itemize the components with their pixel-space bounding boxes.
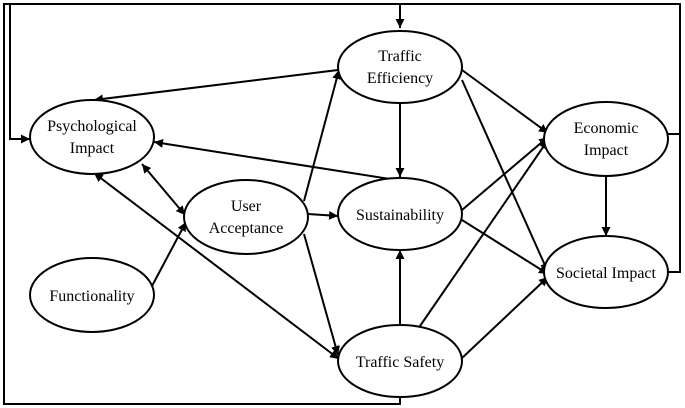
node-functionality-label: Functionality (49, 288, 134, 305)
edge-sustainability-to-economic (461, 136, 549, 211)
node-societal-impact: Societal Impact (543, 235, 669, 309)
edge-user-acceptance-to-safety (303, 233, 340, 356)
node-economic-impact: Economic Impact (543, 101, 669, 177)
node-functionality: Functionality (29, 257, 155, 333)
node-psychological-impact-line-1: Psychological (47, 118, 137, 135)
node-traffic-efficiency-line-2: Efficiency (367, 70, 433, 87)
edges-layer (3, 3, 681, 405)
node-psychological-impact-line-2: Impact (70, 140, 115, 157)
edge-efficiency-to-psychological (93, 69, 339, 104)
edge-user-acceptance-to-efficiency (303, 69, 342, 202)
edge-efficiency-to-economic (461, 69, 549, 134)
edge-sustainability-to-psychological (153, 138, 391, 180)
edge-efficiency-to-societal (461, 79, 549, 273)
edge-functionality-to-user-acceptance (151, 221, 187, 287)
edge-user-acceptance-to-sustainability (307, 210, 339, 220)
node-sustainability-label: Sustainability (356, 207, 444, 224)
node-user-acceptance-line-2: Acceptance (209, 220, 284, 237)
edge-economic-frame-to-efficiency (400, 3, 681, 135)
edge-sustainability-to-societal (461, 219, 549, 275)
node-user-acceptance-line-1: User (231, 198, 262, 215)
node-societal-impact-label: Societal Impact (556, 265, 657, 282)
node-traffic-safety-label: Traffic Safety (356, 354, 444, 371)
node-economic-impact-line-1: Economic (574, 120, 639, 137)
node-sustainability: Sustainability (337, 177, 463, 251)
node-economic-impact-line-2: Impact (584, 142, 629, 159)
edge-safety-frame-bridge (9, 4, 30, 144)
node-traffic-efficiency: Traffic Efficiency (337, 30, 463, 104)
edge-safety-to-economic (419, 139, 549, 327)
node-traffic-safety: Traffic Safety (337, 324, 463, 398)
edge-psychological-traffic-safety (93, 172, 340, 360)
node-traffic-efficiency-line-1: Traffic (378, 48, 422, 65)
node-user-acceptance: User Acceptance (183, 179, 309, 255)
node-psychological-impact: Psychological Impact (29, 99, 155, 175)
edge-psychological-user-acceptance (141, 163, 186, 216)
edge-safety-frame-to-psychological (3, 3, 405, 405)
edge-societal-frame-to-efficiency (667, 134, 681, 273)
edge-safety-to-societal (461, 276, 549, 359)
